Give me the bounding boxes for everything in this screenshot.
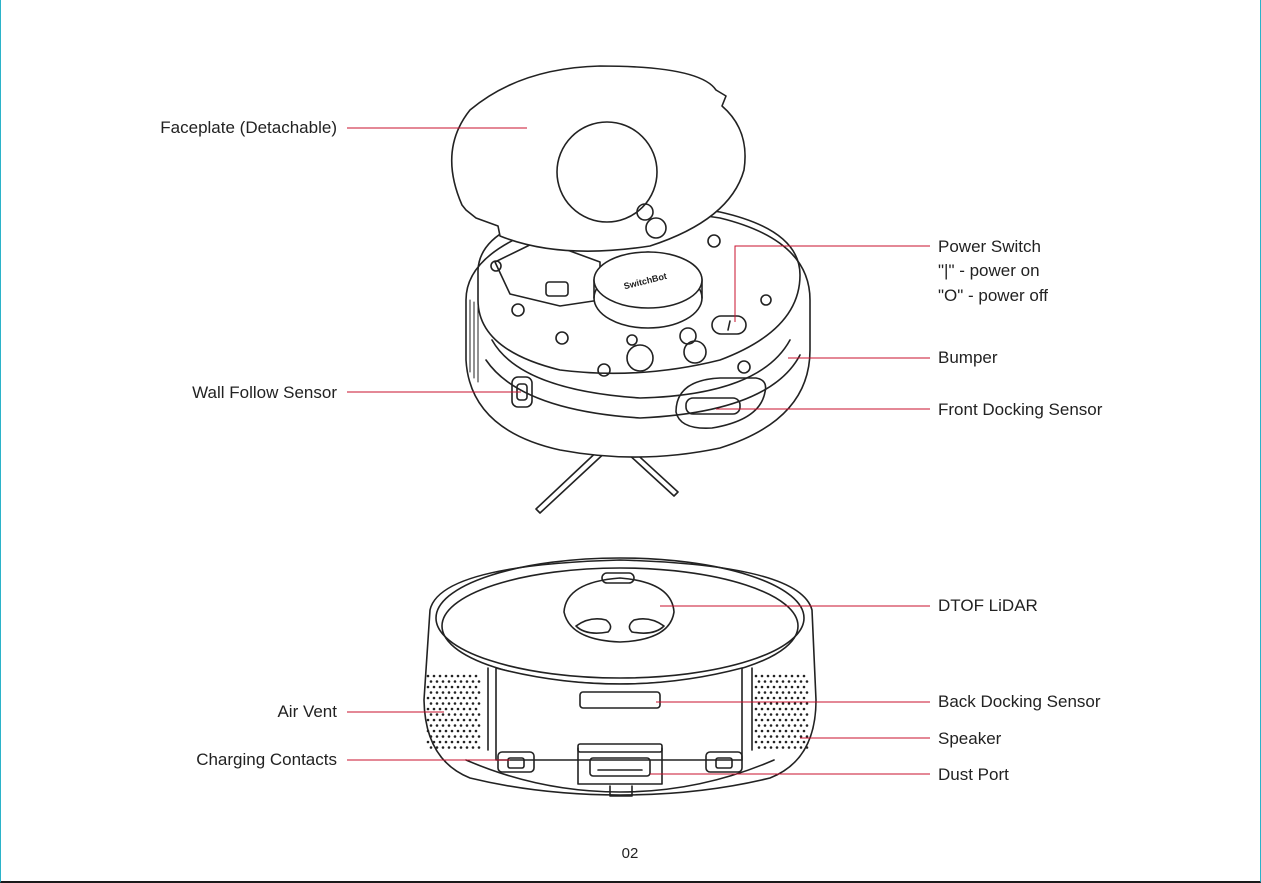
label-power-switch: Power Switch [938, 235, 1041, 259]
label-back-docking: Back Docking Sensor [938, 690, 1101, 714]
label-air-vent: Air Vent [100, 700, 337, 724]
label-faceplate: Faceplate (Detachable) [100, 116, 337, 140]
label-wall-follow: Wall Follow Sensor [100, 381, 337, 405]
robot-body [466, 212, 810, 457]
label-power-off: "O" - power off [938, 284, 1048, 308]
page-number: 02 [612, 845, 648, 862]
faceplate [452, 66, 745, 251]
label-dust-port: Dust Port [938, 763, 1009, 787]
top-robot: SwitchBot [452, 66, 810, 513]
label-dtof-lidar: DTOF LiDAR [938, 594, 1038, 618]
label-charging: Charging Contacts [100, 748, 337, 772]
label-power-on: "|" - power on [938, 259, 1040, 283]
label-speaker: Speaker [938, 727, 1001, 751]
lidar-turret-top: SwitchBot [594, 252, 702, 328]
label-front-docking: Front Docking Sensor [938, 398, 1102, 422]
label-bumper: Bumper [938, 346, 998, 370]
